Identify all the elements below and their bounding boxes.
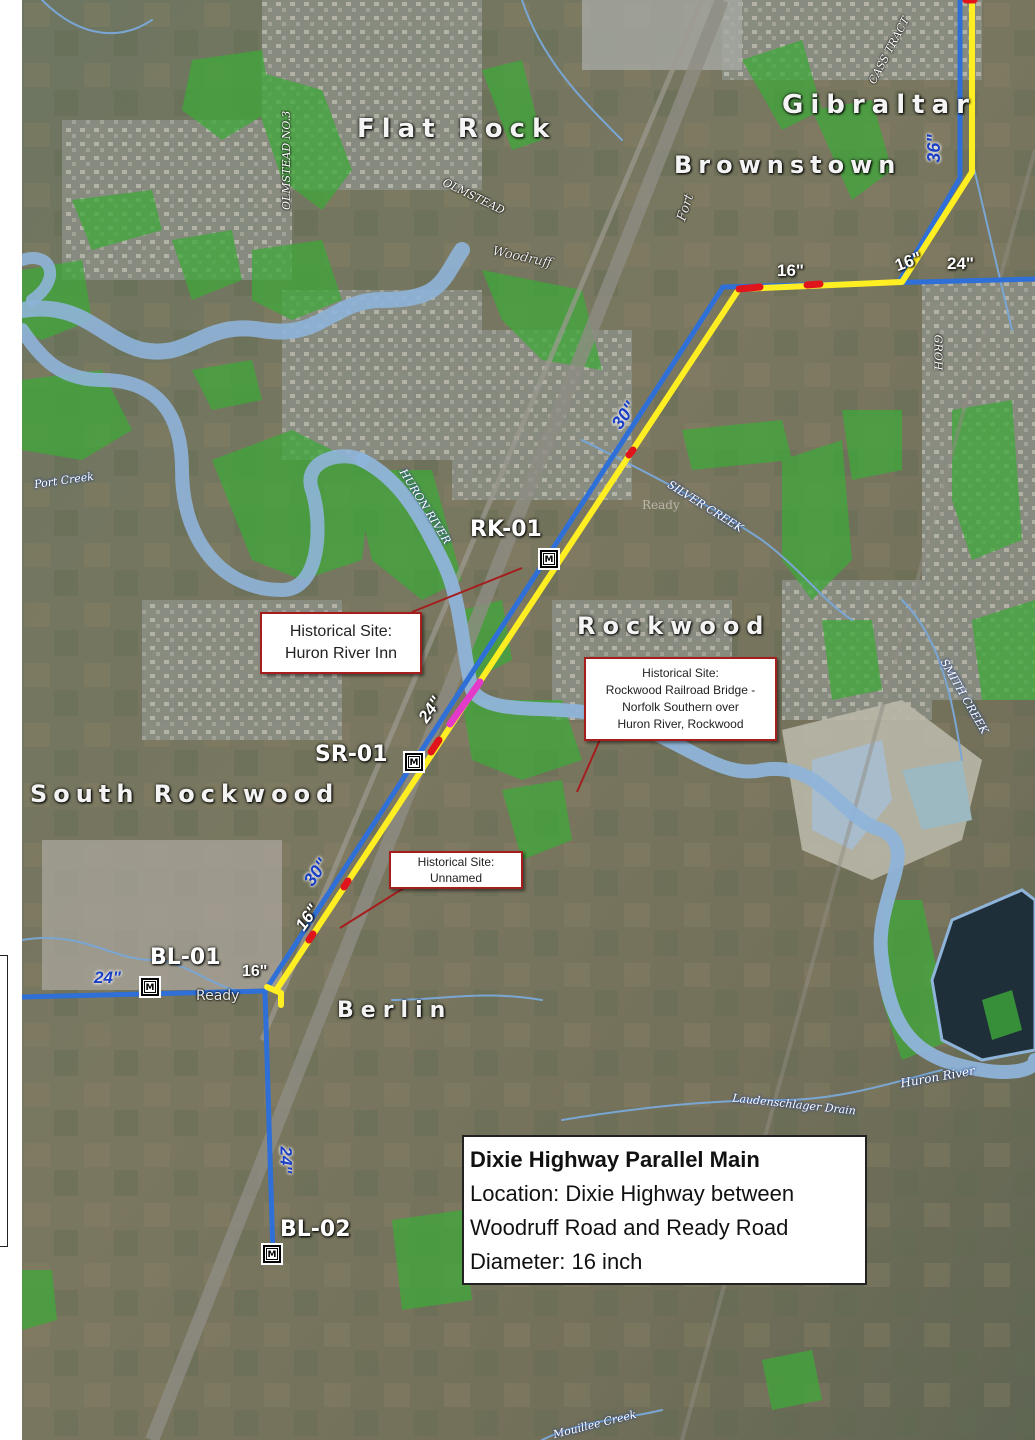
- place-berlin: Berlin: [337, 998, 453, 1023]
- meter-label-bl02: BL-02: [280, 1217, 351, 1242]
- meter-label-rk01: RK-01: [470, 517, 542, 542]
- meter-bl01-icon[interactable]: M: [141, 978, 159, 996]
- road-groh: GROH: [931, 334, 945, 371]
- meter-label-sr01: SR-01: [315, 742, 388, 767]
- main-24-south: [262, 988, 276, 1258]
- pipe-label-24-right: 24": [947, 254, 974, 273]
- callout-unnamed[interactable]: Historical Site: Unnamed: [389, 851, 523, 889]
- project-location-line2: Woodruff Road and Ready Road: [470, 1215, 789, 1240]
- place-south-rockwood: South Rockwood: [30, 780, 340, 808]
- aerial-map[interactable]: Flat Rock Gibraltar Brownstown Rockwood …: [22, 0, 1035, 1440]
- quarry-areas: [42, 0, 982, 990]
- callout-huron-inn-line1: Historical Site:: [289, 623, 393, 640]
- meter-rk01-icon[interactable]: M: [540, 550, 558, 568]
- main-36-north: [897, 0, 963, 283]
- project-title: Dixie Highway Parallel Main: [470, 1147, 760, 1172]
- proposed-parallel-main: [264, 0, 975, 1008]
- place-rockwood: Rockwood: [577, 612, 771, 640]
- callout-bridge-line2: Rockwood Railroad Bridge -: [605, 683, 756, 697]
- project-info-box: Dixie Highway Parallel Main Location: Di…: [462, 1135, 867, 1285]
- callout-bridge-line1: Historical Site:: [642, 666, 719, 680]
- callout-rockwood-railroad-bridge[interactable]: Historical Site: Rockwood Railroad Bridg…: [584, 657, 777, 741]
- rivers: [22, 0, 1035, 1440]
- project-location-line1: Location: Dixie Highway between: [470, 1181, 795, 1206]
- meter-bl02-icon[interactable]: M: [263, 1245, 281, 1263]
- pipe-label-16-top: 16": [777, 261, 804, 280]
- road-olmstead-no3: OLMSTEAD NO.3: [280, 110, 293, 210]
- callout-bridge-line3: Norfolk Southern over: [622, 700, 739, 714]
- meter-label-bl01: BL-01: [150, 945, 221, 970]
- road-ready-faint: Ready: [642, 498, 680, 512]
- meter-sr01-icon[interactable]: M: [405, 753, 423, 771]
- pipe-label-36: 36": [923, 134, 944, 163]
- main-dixie-existing: [262, 284, 726, 994]
- pipe-label-24-west: 24": [94, 968, 121, 987]
- place-gibraltar: Gibraltar: [782, 90, 976, 120]
- callout-leaders: [339, 567, 603, 929]
- project-diameter: Diameter: 16 inch: [470, 1249, 643, 1274]
- callout-huron-inn-line2: Huron River Inn: [284, 645, 398, 662]
- road-ready: Ready: [196, 988, 240, 1004]
- callout-huron-river-inn[interactable]: Historical Site: Huron River Inn: [260, 612, 422, 674]
- place-flat-rock: Flat Rock: [357, 114, 557, 144]
- constraint-segments: [305, 0, 978, 944]
- place-brownstown: Brownstown: [674, 151, 902, 179]
- callout-bridge-line4: Huron River, Rockwood: [617, 717, 744, 731]
- pipe-label-16-berlin: 16": [242, 963, 268, 980]
- pipe-label-24-south: 24": [276, 1146, 296, 1174]
- map-canvas: [22, 0, 1035, 1440]
- adjacent-panel-frame: [0, 955, 8, 1247]
- callout-unnamed-line1: Historical Site:: [417, 855, 495, 869]
- bridge-crossing-segment: [446, 678, 484, 728]
- callout-unnamed-line2: Unnamed: [429, 871, 483, 885]
